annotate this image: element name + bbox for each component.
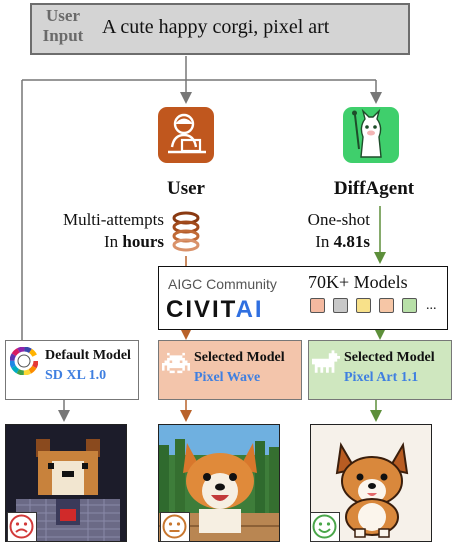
civitai-logo: CIVITAI	[166, 296, 264, 323]
pixel-art-model-title: Selected Model	[344, 350, 435, 365]
model-swatch	[333, 298, 348, 313]
diffagent-label: DiffAgent	[333, 178, 415, 199]
default-model-title: Default Model	[45, 348, 131, 363]
pixel-art-model-name: Pixel Art 1.1	[344, 370, 419, 385]
sad-face-icon	[7, 512, 37, 542]
aigc-community-label: AIGC Community	[168, 276, 277, 292]
llama-painter-icon	[343, 107, 399, 163]
model-swatch	[356, 298, 371, 313]
more-models-ellipsis: ...	[426, 298, 437, 313]
user-input-prompt: A cute happy corgi, pixel art	[102, 16, 330, 38]
neutral-face-icon	[160, 512, 190, 542]
agent-note-line2: In 4.81s	[315, 232, 370, 251]
pixel-wave-model-title: Selected Model	[194, 350, 285, 365]
model-swatch	[310, 298, 325, 313]
space-invader-icon	[162, 350, 190, 376]
agent-note-line1: One-shot	[307, 210, 370, 229]
user-input-box	[30, 3, 410, 55]
spiral-attempts-icon	[170, 210, 202, 256]
pixel-wave-model-box	[158, 340, 302, 400]
model-swatch	[402, 298, 417, 313]
civitai-panel	[158, 266, 448, 330]
person-laptop-icon	[158, 107, 214, 163]
model-swatch	[379, 298, 394, 313]
agent-time-note: One-shot In 4.81s	[272, 209, 370, 253]
user-note-line2: In hours	[104, 232, 164, 251]
default-model-name: SD XL 1.0	[45, 368, 107, 383]
model-count: 70K+ Models	[308, 272, 408, 292]
user-label: User	[167, 178, 205, 199]
pixel-dog-icon	[312, 350, 340, 376]
color-wheel-icon	[9, 346, 39, 376]
pixel-wave-model-name: Pixel Wave	[194, 370, 261, 385]
user-input-label: User Input	[42, 6, 84, 45]
user-time-note: Multi-attempts In hours	[44, 209, 164, 253]
user-note-line1: Multi-attempts	[62, 210, 164, 229]
happy-face-icon	[310, 512, 340, 542]
